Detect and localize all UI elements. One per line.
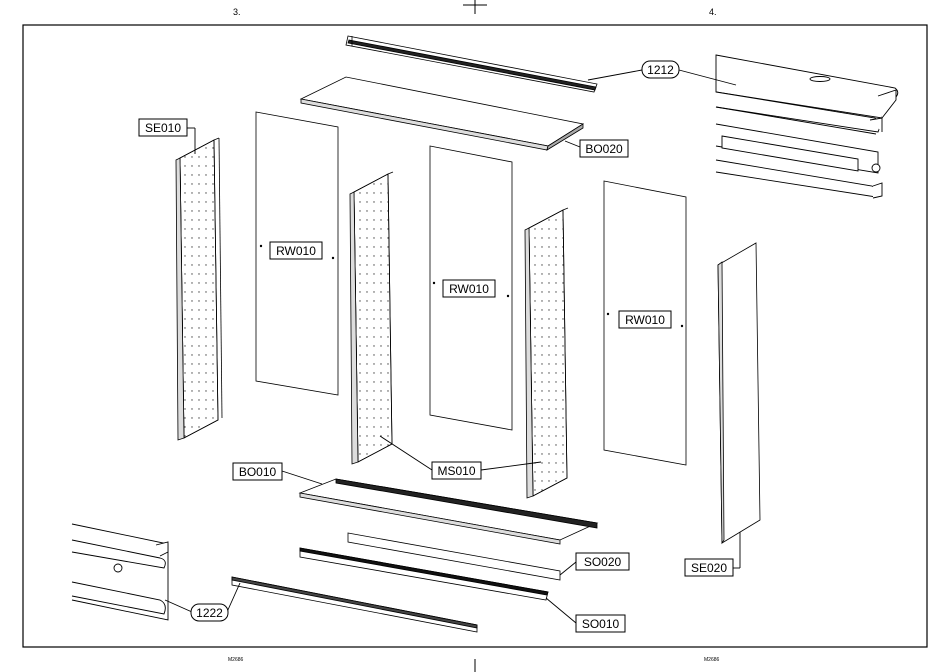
side-panel-right xyxy=(718,243,760,543)
label-se010-text: SE010 xyxy=(145,121,181,135)
rail-detail-bottom xyxy=(72,524,168,620)
label-rw010-1-text: RW010 xyxy=(276,244,316,258)
label-se020-text: SE020 xyxy=(691,561,727,575)
label-se010: SE010 xyxy=(139,119,187,136)
label-so010-text: SO010 xyxy=(582,617,620,631)
label-se020: SE020 xyxy=(685,559,733,576)
label-rw010-3-text: RW010 xyxy=(625,313,665,327)
label-1212-text: 1212 xyxy=(647,63,674,77)
top-rail xyxy=(346,36,597,92)
label-1212: 1212 xyxy=(642,61,679,78)
label-so010: SO010 xyxy=(576,615,625,632)
label-so020-text: SO020 xyxy=(584,555,622,569)
middle-side-panel-2 xyxy=(525,208,568,498)
label-bo020-text: BO020 xyxy=(585,142,623,156)
bottom-rail xyxy=(232,577,477,632)
label-ms010-text: MS010 xyxy=(437,464,475,478)
label-rw010-2-text: RW010 xyxy=(449,282,489,296)
label-bo010-text: BO010 xyxy=(239,465,277,479)
label-so020: SO020 xyxy=(576,553,629,570)
label-bo010: BO010 xyxy=(233,463,282,480)
label-bo020: BO020 xyxy=(580,140,628,157)
middle-side-panel-1 xyxy=(350,172,393,464)
rail-detail-top xyxy=(716,55,898,198)
bottom-board xyxy=(300,479,597,544)
label-1222: 1222 xyxy=(191,604,228,621)
label-rw010-2: RW010 xyxy=(443,280,495,297)
side-panel-left xyxy=(176,138,222,440)
label-1222-text: 1222 xyxy=(196,606,223,620)
label-rw010-1: RW010 xyxy=(270,242,322,259)
plinth-back xyxy=(348,533,560,580)
label-ms010: MS010 xyxy=(432,462,481,479)
label-rw010-3: RW010 xyxy=(619,311,671,328)
top-board xyxy=(301,77,583,150)
